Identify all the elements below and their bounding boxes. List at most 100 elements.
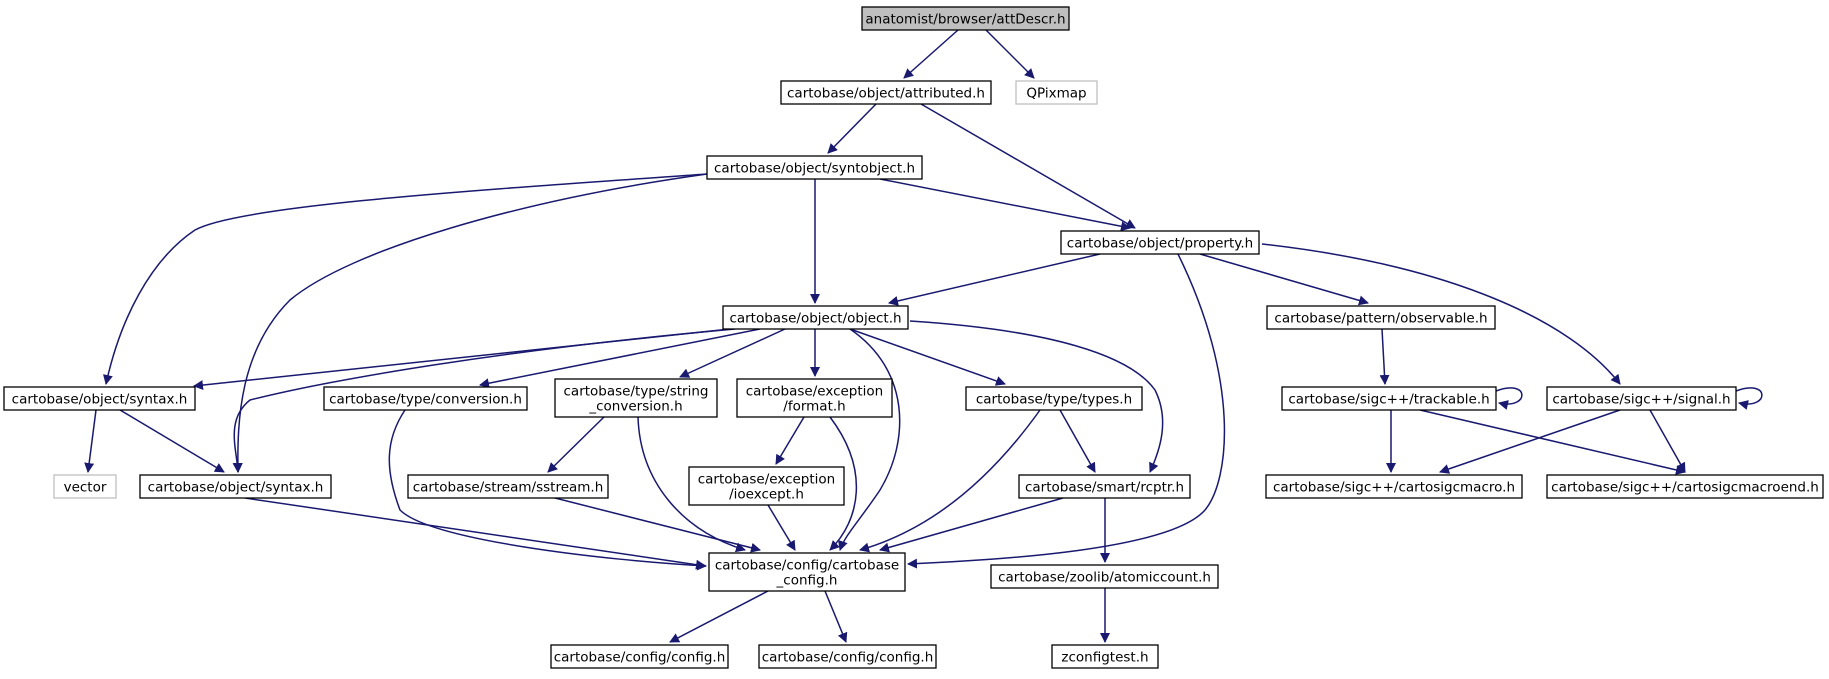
node-label: cartobase/object/syntobject.h <box>714 161 915 177</box>
edge-property-to-object <box>888 253 1101 306</box>
edge-format-to-ioexcept <box>775 416 805 465</box>
node-syntobject[interactable]: cartobase/object/syntobject.h <box>706 155 923 180</box>
node-label: cartobase/object/syntax.h <box>148 480 324 496</box>
node-box <box>53 474 117 499</box>
node-format[interactable]: cartobase/exception/format.h <box>736 378 893 418</box>
node-label: cartobase/exception <box>746 384 884 400</box>
edge-property-to-cbconfig <box>907 253 1226 569</box>
node-syntax1[interactable]: cartobase/object/syntax.h <box>3 386 196 411</box>
edge-object-to-cbconfig <box>838 328 901 551</box>
node-box <box>722 305 909 330</box>
node-label: anatomist/browser/attDescr.h <box>865 12 1065 28</box>
node-syntax2[interactable]: cartobase/object/syntax.h <box>139 474 332 499</box>
node-box <box>736 378 893 418</box>
node-box <box>1546 386 1737 411</box>
node-box <box>1018 474 1191 499</box>
edge-object-to-conversion <box>479 328 761 389</box>
node-label: cartobase/smart/rcptr.h <box>1025 480 1184 496</box>
edge-syntax2-to-cbconfig <box>244 497 706 570</box>
node-strconv[interactable]: cartobase/type/string_conversion.h <box>554 378 718 418</box>
edge-object-to-syntax2 <box>232 328 736 473</box>
node-label: _conversion.h <box>588 399 682 415</box>
edge-observable-to-trackable <box>1379 328 1390 385</box>
node-rcptr[interactable]: cartobase/smart/rcptr.h <box>1018 474 1191 499</box>
edge-trackable-to-trackable <box>1495 387 1523 410</box>
edge-types-to-cbconfig <box>859 409 1041 553</box>
node-box <box>554 378 718 418</box>
node-box <box>1060 230 1260 255</box>
node-attributed[interactable]: cartobase/object/attributed.h <box>780 80 992 105</box>
node-label: /ioexcept.h <box>729 487 804 503</box>
node-label: QPixmap <box>1026 86 1086 102</box>
node-cmacroend[interactable]: cartobase/sigc++/cartosigcmacroend.h <box>1546 474 1824 499</box>
node-label: zconfigtest.h <box>1061 650 1148 666</box>
node-zconfig[interactable]: zconfigtest.h <box>1051 644 1159 669</box>
edge-syntobject-to-property <box>879 178 1131 232</box>
edge-signal-to-cmacroend <box>1649 409 1686 473</box>
edge-signal-to-cmacro <box>1439 409 1621 474</box>
node-sstream[interactable]: cartobase/stream/sstream.h <box>407 474 609 499</box>
edge-syntobject-to-syntax1 <box>103 173 708 385</box>
edge-sstream-to-cbconfig <box>554 497 761 553</box>
node-label: cartobase/stream/sstream.h <box>413 480 604 496</box>
node-cbconfig[interactable]: cartobase/config/cartobase_config.h <box>708 552 906 592</box>
edge-signal-to-signal <box>1735 387 1763 410</box>
node-cmacro[interactable]: cartobase/sigc++/cartosigcmacro.h <box>1265 474 1523 499</box>
node-box <box>758 644 937 669</box>
node-label: vector <box>64 480 107 496</box>
edge-rcptr-to-cbconfig <box>879 497 1064 553</box>
node-box <box>688 466 845 506</box>
node-label: cartobase/config/config.h <box>554 650 726 666</box>
node-label: cartobase/sigc++/cartosigcmacro.h <box>1273 480 1515 496</box>
node-types[interactable]: cartobase/type/types.h <box>965 386 1143 411</box>
node-label: cartobase/sigc++/cartosigcmacroend.h <box>1551 480 1819 496</box>
node-label: cartobase/zoolib/atomiccount.h <box>998 570 1211 586</box>
node-signal[interactable]: cartobase/sigc++/signal.h <box>1546 386 1737 411</box>
edge-attributed-to-property <box>920 103 1136 229</box>
node-label: cartobase/exception <box>698 472 836 488</box>
node-box <box>407 474 609 499</box>
node-box <box>780 80 992 105</box>
edge-types-to-rcptr <box>1059 409 1096 473</box>
node-property[interactable]: cartobase/object/property.h <box>1060 230 1260 255</box>
node-box <box>323 386 528 411</box>
node-box <box>706 155 923 180</box>
node-box <box>1281 386 1497 411</box>
edge-att-to-attributed <box>903 29 959 79</box>
edge-object-to-strconv <box>679 328 786 378</box>
node-att[interactable]: anatomist/browser/attDescr.h <box>861 6 1070 31</box>
edge-syntax1-to-vector <box>84 409 97 473</box>
node-box <box>1051 644 1159 669</box>
node-label: cartobase/sigc++/trackable.h <box>1288 392 1489 408</box>
node-atomic[interactable]: cartobase/zoolib/atomiccount.h <box>990 564 1219 589</box>
edge-cbconfig-to-config2 <box>824 590 848 643</box>
node-label: cartobase/object/property.h <box>1067 236 1253 252</box>
node-label: cartobase/sigc++/signal.h <box>1552 392 1730 408</box>
node-trackable[interactable]: cartobase/sigc++/trackable.h <box>1281 386 1497 411</box>
node-label: cartobase/type/string <box>564 384 709 400</box>
node-config2[interactable]: cartobase/config/config.h <box>758 644 937 669</box>
node-config1[interactable]: cartobase/config/config.h <box>550 644 729 669</box>
file-nodes: anatomist/browser/attDescr.h cartobase/ob… <box>3 6 1824 669</box>
edge-syntobject-to-syntax2 <box>232 173 708 473</box>
node-box <box>1546 474 1824 499</box>
node-ioexcept[interactable]: cartobase/exception/ioexcept.h <box>688 466 845 506</box>
node-box <box>990 564 1219 589</box>
edge-format-to-cbconfig <box>829 416 858 551</box>
edge-conversion-to-cbconfig <box>388 409 707 571</box>
node-box <box>1265 474 1523 499</box>
node-observable[interactable]: cartobase/pattern/observable.h <box>1266 305 1496 330</box>
edge-object-to-types <box>849 328 1006 386</box>
node-label: cartobase/object/object.h <box>729 311 901 327</box>
node-qpixmap: QPixmap <box>1015 80 1098 105</box>
node-conversion[interactable]: cartobase/type/conversion.h <box>323 386 528 411</box>
node-box <box>139 474 332 499</box>
node-label: cartobase/object/attributed.h <box>787 86 985 102</box>
node-box <box>1266 305 1496 330</box>
edge-att-to-qpixmap <box>985 29 1035 79</box>
node-object[interactable]: cartobase/object/object.h <box>722 305 909 330</box>
dependency-edges <box>84 29 1763 643</box>
node-label: _config.h <box>776 573 838 589</box>
node-label: /format.h <box>783 399 845 415</box>
